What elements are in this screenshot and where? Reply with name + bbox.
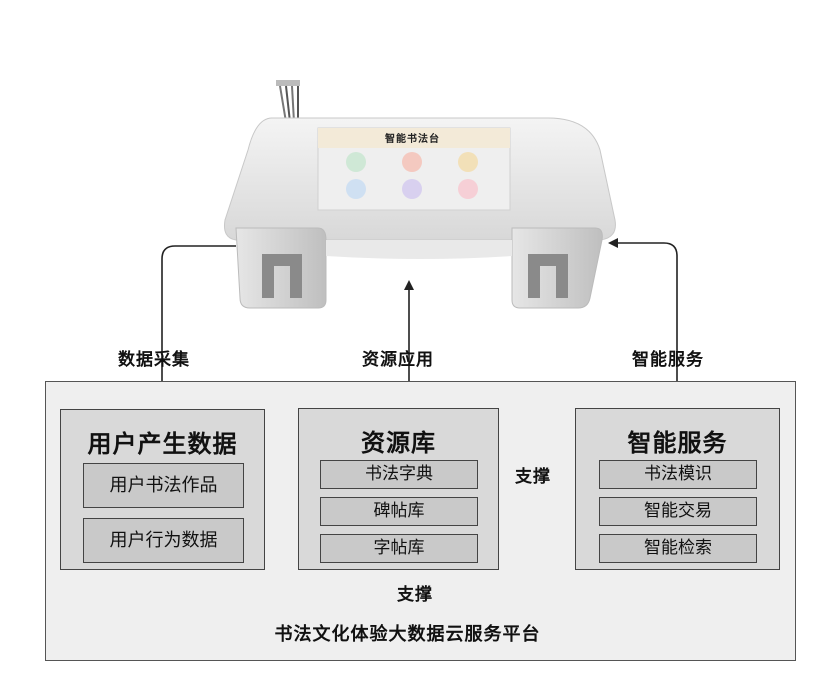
item-calligraphy-recognition: 书法模识	[599, 460, 757, 489]
label-data-collection: 数据采集	[118, 350, 190, 370]
item-user-calligraphy-works: 用户书法作品	[83, 463, 244, 508]
item-calligraphy-dictionary-label: 书法字典	[365, 464, 433, 484]
label-support-bottom: 支撑	[397, 585, 433, 605]
item-calligraphy-recognition-label: 书法模识	[644, 464, 712, 484]
box-intelligent-services: 智能服务 书法模识 智能交易 智能检索	[575, 408, 780, 570]
item-copybook-library: 字帖库	[320, 534, 478, 563]
label-intelligent-service: 智能服务	[632, 350, 704, 370]
item-user-behavior-data-label: 用户行为数据	[109, 530, 218, 551]
item-intelligent-trading-label: 智能交易	[644, 501, 712, 521]
item-stele-library: 碑帖库	[320, 497, 478, 526]
item-intelligent-search: 智能检索	[599, 534, 757, 563]
screen-app-icons	[346, 152, 478, 199]
label-resource-application: 资源应用	[362, 350, 434, 370]
box-user-data: 用户产生数据 用户书法作品 用户行为数据	[60, 409, 265, 570]
smart-calligraphy-desk-illustration	[224, 80, 616, 309]
item-intelligent-trading: 智能交易	[599, 497, 757, 526]
item-intelligent-search-label: 智能检索	[644, 538, 712, 558]
box-resources-title: 资源库	[361, 429, 436, 457]
box-user-data-title: 用户产生数据	[87, 430, 238, 458]
item-user-behavior-data: 用户行为数据	[83, 518, 244, 563]
item-stele-library-label: 碑帖库	[373, 501, 425, 521]
item-copybook-library-label: 字帖库	[373, 538, 425, 558]
box-intelligent-services-title: 智能服务	[627, 429, 728, 457]
item-user-calligraphy-works-label: 用户书法作品	[109, 475, 218, 496]
item-calligraphy-dictionary: 书法字典	[320, 460, 478, 489]
platform-title: 书法文化体验大数据云服务平台	[274, 624, 541, 645]
label-support-top: 支撑	[515, 467, 551, 487]
box-resources: 资源库 书法字典 碑帖库 字帖库	[298, 408, 499, 570]
desk-leg-left	[235, 227, 327, 309]
desk-screen-title: 智能书法台	[385, 134, 440, 145]
